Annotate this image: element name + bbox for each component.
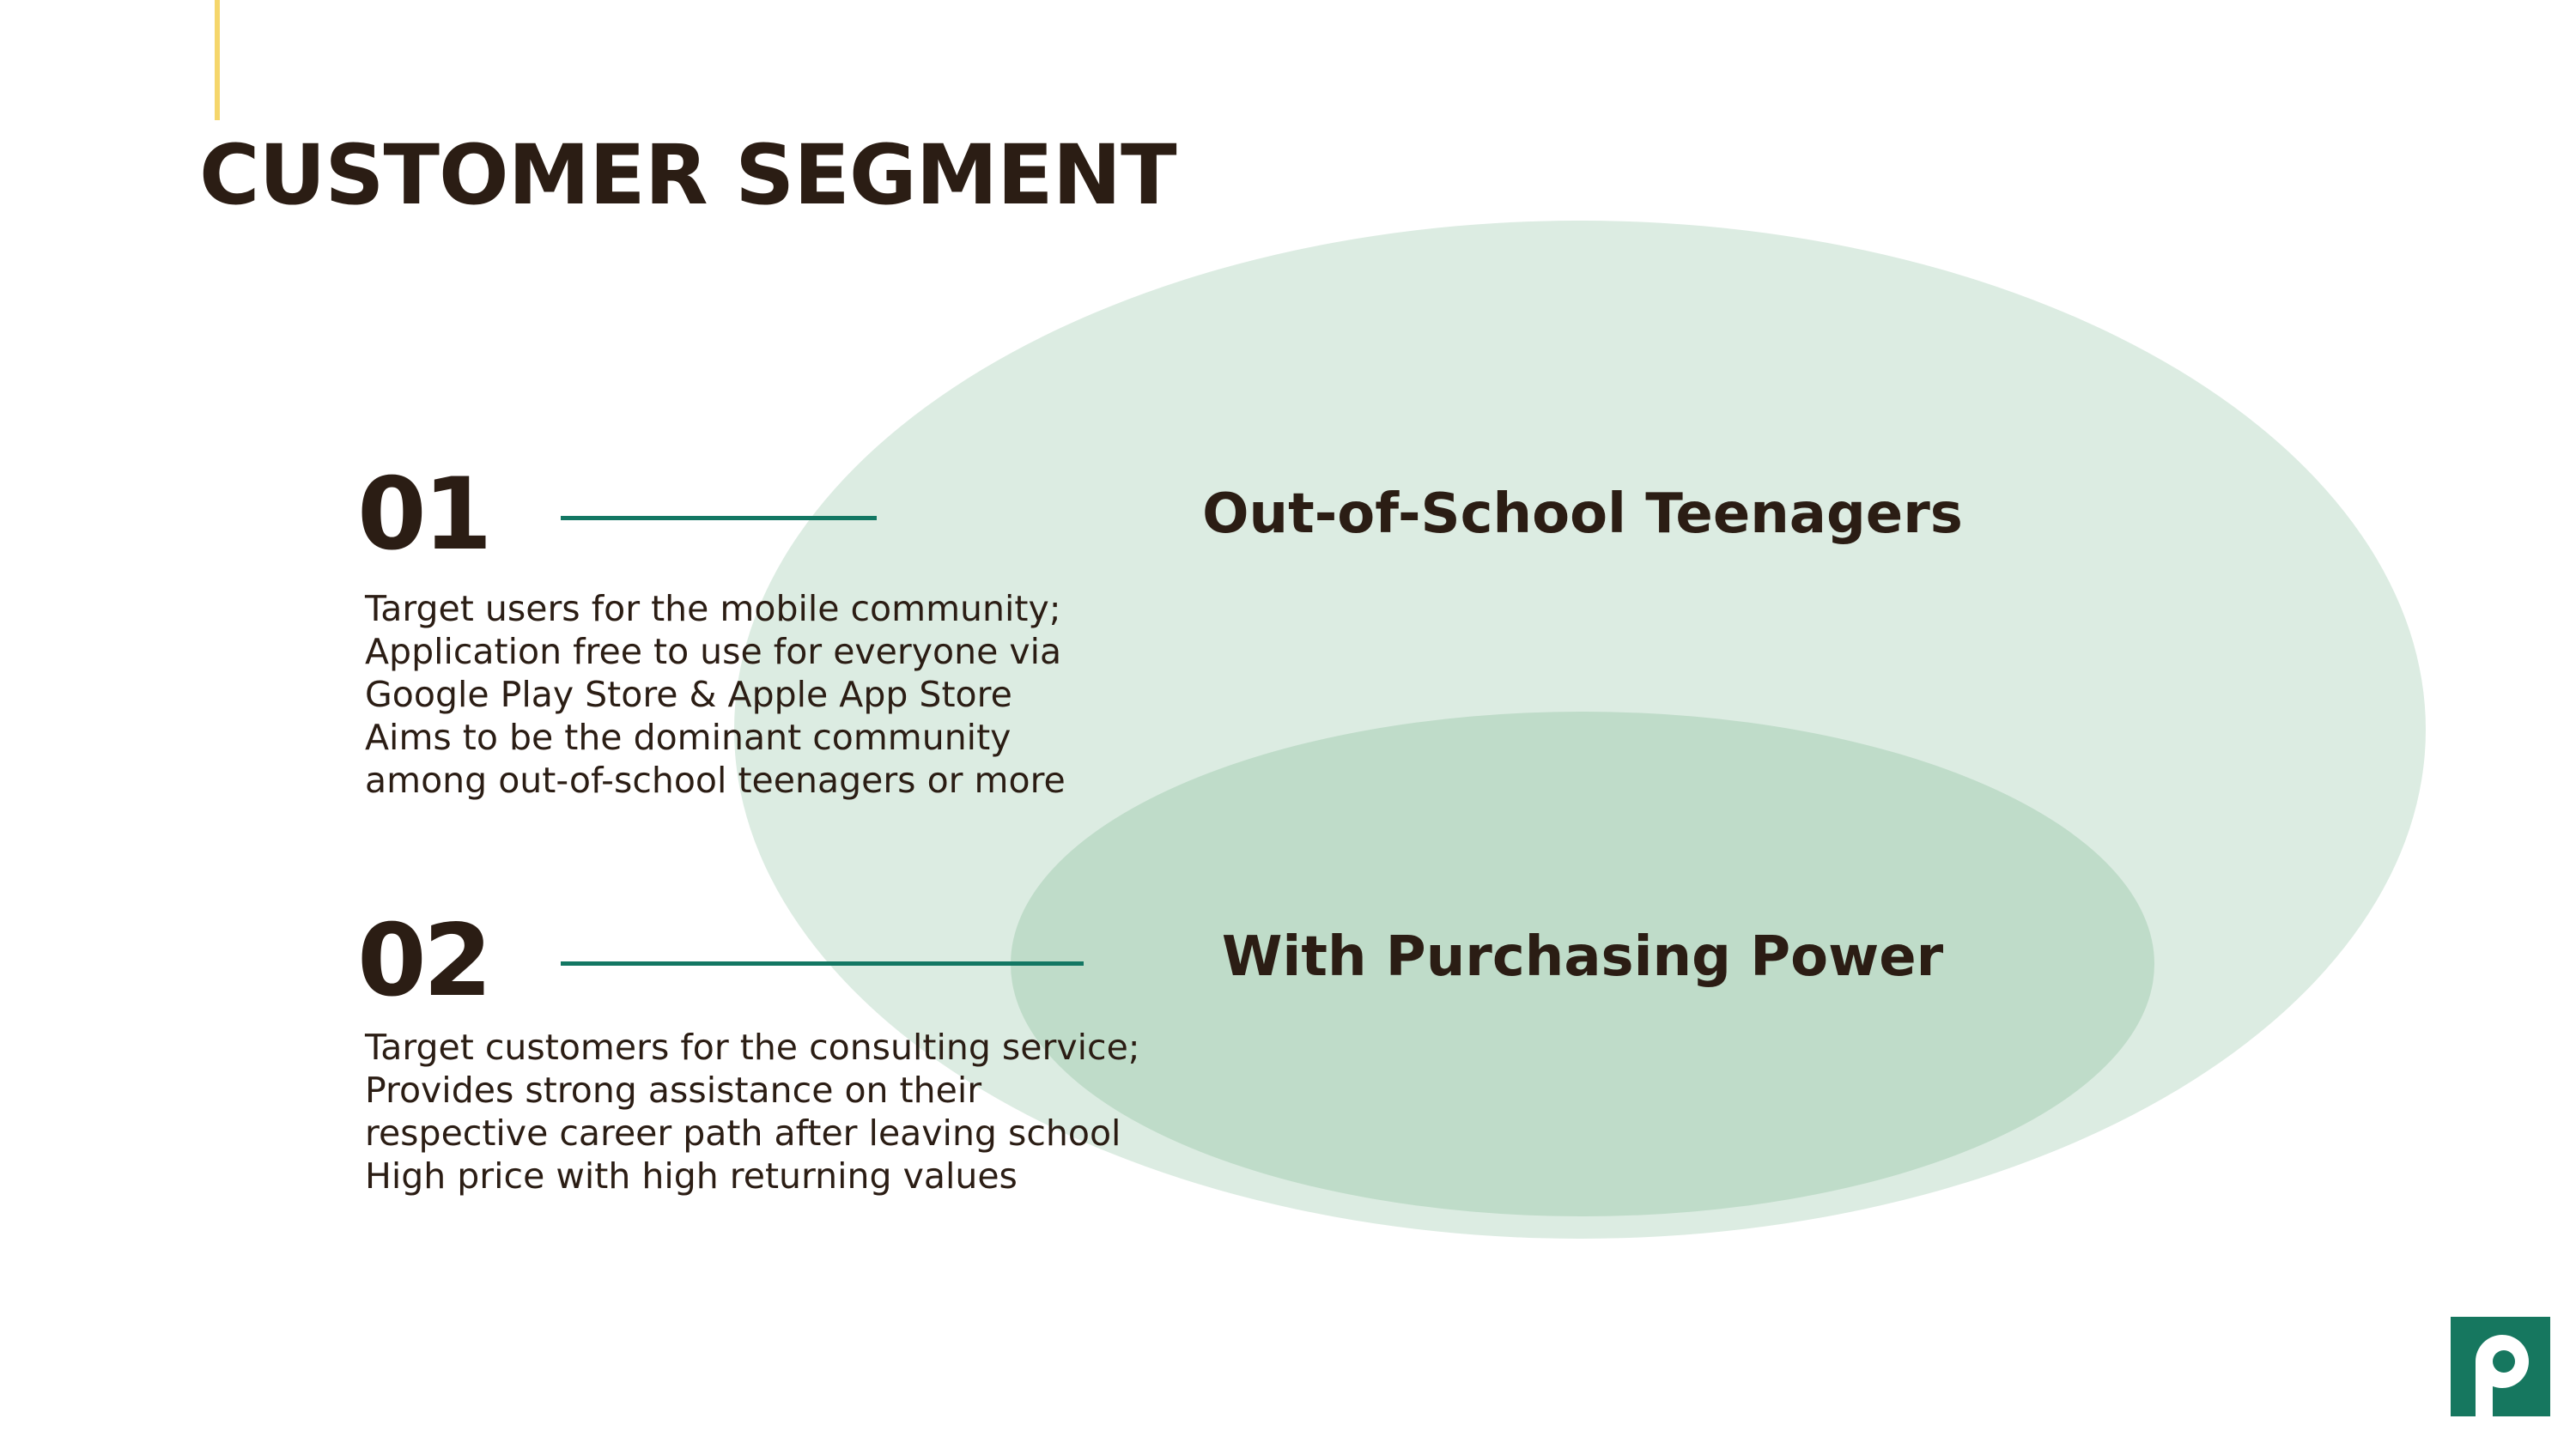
description-line: Target customers for the consulting serv… bbox=[365, 1027, 1140, 1068]
accent-bar bbox=[215, 0, 220, 120]
description-line: Provides strong assistance on their bbox=[365, 1070, 982, 1111]
item-number-01: 01 bbox=[357, 457, 492, 573]
item-description-01: Target users for the mobile community; A… bbox=[365, 587, 1066, 802]
item-number-02: 02 bbox=[357, 903, 492, 1019]
item-description-02: Target customers for the consulting serv… bbox=[365, 1026, 1140, 1197]
inner-ellipse bbox=[1011, 712, 2154, 1216]
description-line: Aims to be the dominant community bbox=[365, 717, 1012, 758]
description-line: Application free to use for everyone via bbox=[365, 631, 1062, 672]
p-logo-icon bbox=[2451, 1317, 2550, 1416]
description-line: Google Play Store & Apple App Store bbox=[365, 674, 1012, 715]
outer-ellipse-label: Out-of-School Teenagers bbox=[1202, 482, 1963, 546]
slide-title: CUSTOMER SEGMENT bbox=[199, 127, 1177, 223]
inner-ellipse-label: With Purchasing Power bbox=[1221, 925, 1944, 989]
connector-line-02 bbox=[561, 961, 1084, 966]
description-line: among out-of-school teenagers or more bbox=[365, 760, 1066, 801]
p-logo-glyph bbox=[2476, 1335, 2529, 1416]
description-line: High price with high returning values bbox=[365, 1155, 1018, 1197]
connector-line-01 bbox=[561, 516, 877, 520]
description-line: Target users for the mobile community; bbox=[365, 588, 1061, 629]
description-line: respective career path after leaving sch… bbox=[365, 1113, 1121, 1154]
